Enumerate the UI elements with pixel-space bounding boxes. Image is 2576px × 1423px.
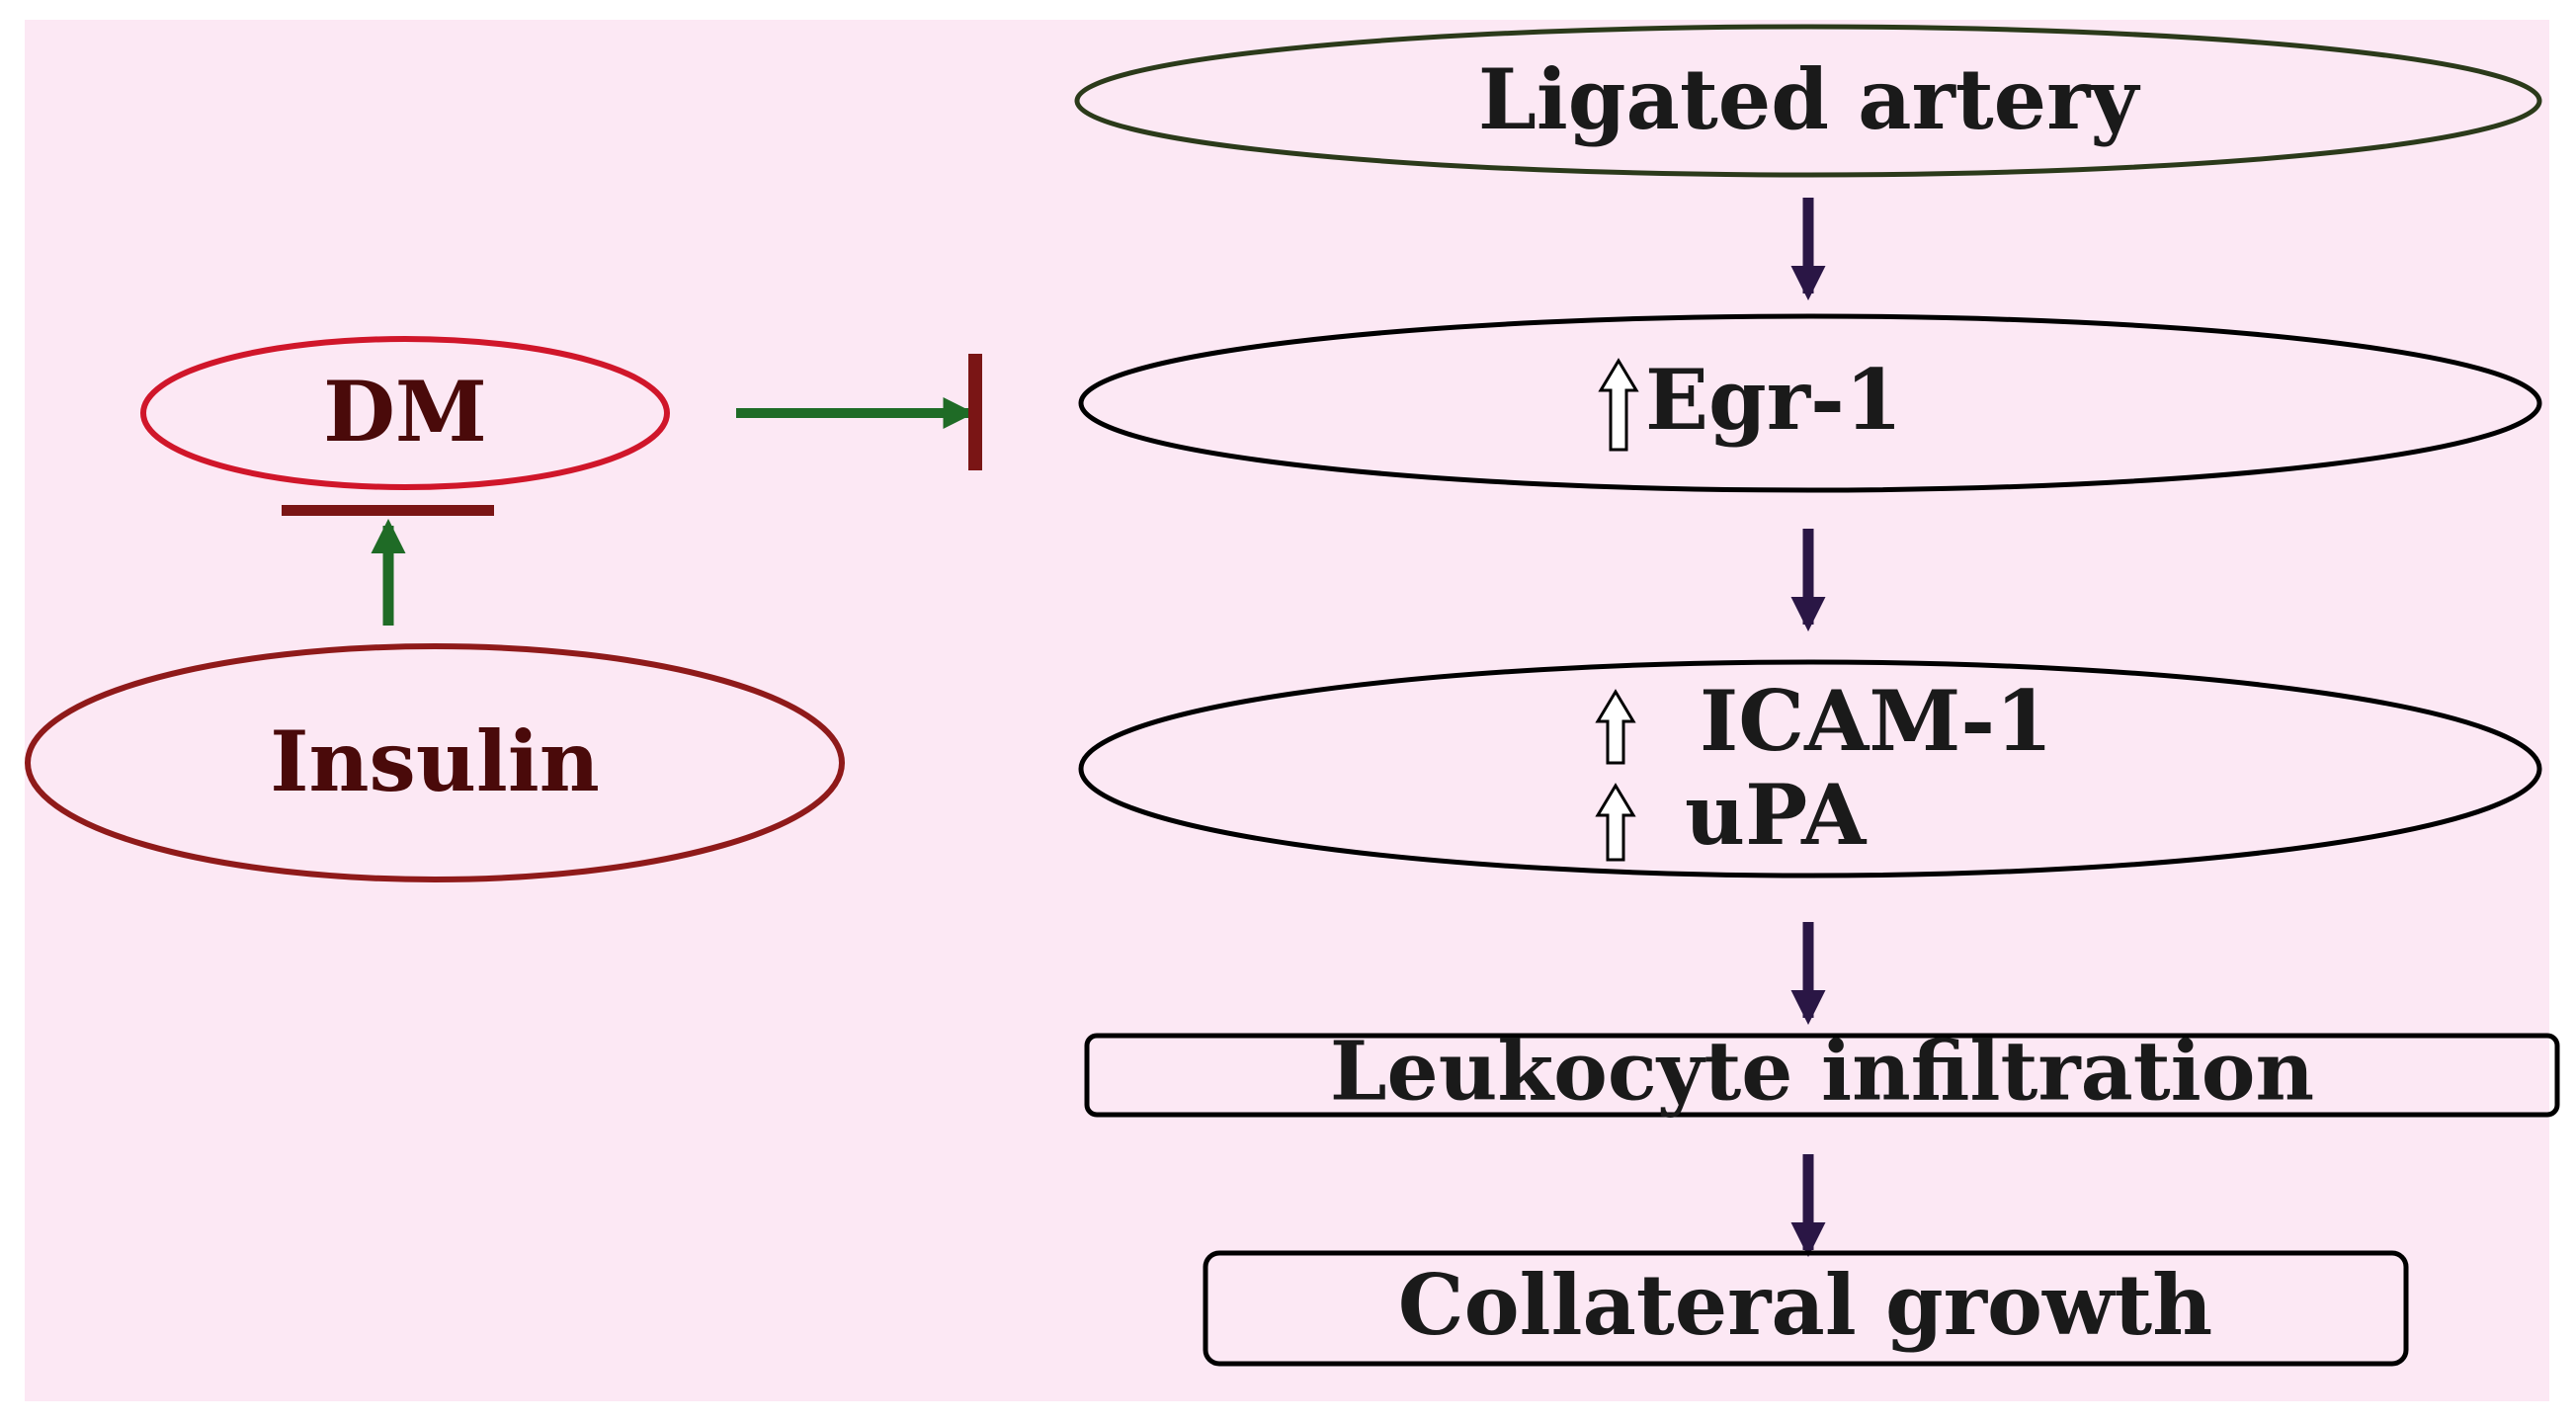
upa-up-arrow-icon	[1595, 783, 1636, 862]
leukocyte-label: Leukocyte infiltration	[1330, 1024, 2314, 1119]
icam-upa-node: ICAM-1 uPA	[1078, 659, 2542, 879]
egr1-up-arrow-icon	[1598, 358, 1639, 452]
egr1-node: Egr-1	[1078, 313, 2542, 493]
icam1-label: ICAM-1	[1700, 672, 2053, 770]
insulin-ellipse	[25, 643, 845, 882]
leukocyte-node: Leukocyte infiltration	[1084, 1024, 2560, 1119]
insulin-label: Insulin	[270, 712, 600, 810]
egr1-ellipse	[1078, 313, 2542, 493]
insulin-node: Insulin	[25, 643, 845, 882]
dm-node: DM	[140, 336, 670, 490]
egr1-label: Egr-1	[1645, 351, 1902, 449]
icam-upa-ellipse	[1078, 659, 2542, 879]
ligated-artery-node: Ligated artery	[1074, 24, 2542, 178]
egr1-inhibition-bar	[968, 354, 982, 470]
dm-ellipse	[140, 336, 670, 490]
collateral-box	[1203, 1250, 2409, 1367]
icam1-up-arrow-icon	[1595, 689, 1636, 765]
ligated-artery-label: Ligated artery	[1478, 50, 2141, 148]
diagram-background	[25, 20, 2549, 1401]
dm-inhibition-bar	[282, 505, 494, 516]
leukocyte-box	[1084, 1033, 2560, 1118]
collateral-node: Collateral growth	[1203, 1250, 2409, 1367]
dm-label: DM	[323, 363, 487, 460]
collateral-label: Collateral growth	[1398, 1256, 2212, 1354]
upa-label: uPA	[1685, 766, 1868, 864]
ligated-artery-ellipse	[1074, 24, 2542, 178]
